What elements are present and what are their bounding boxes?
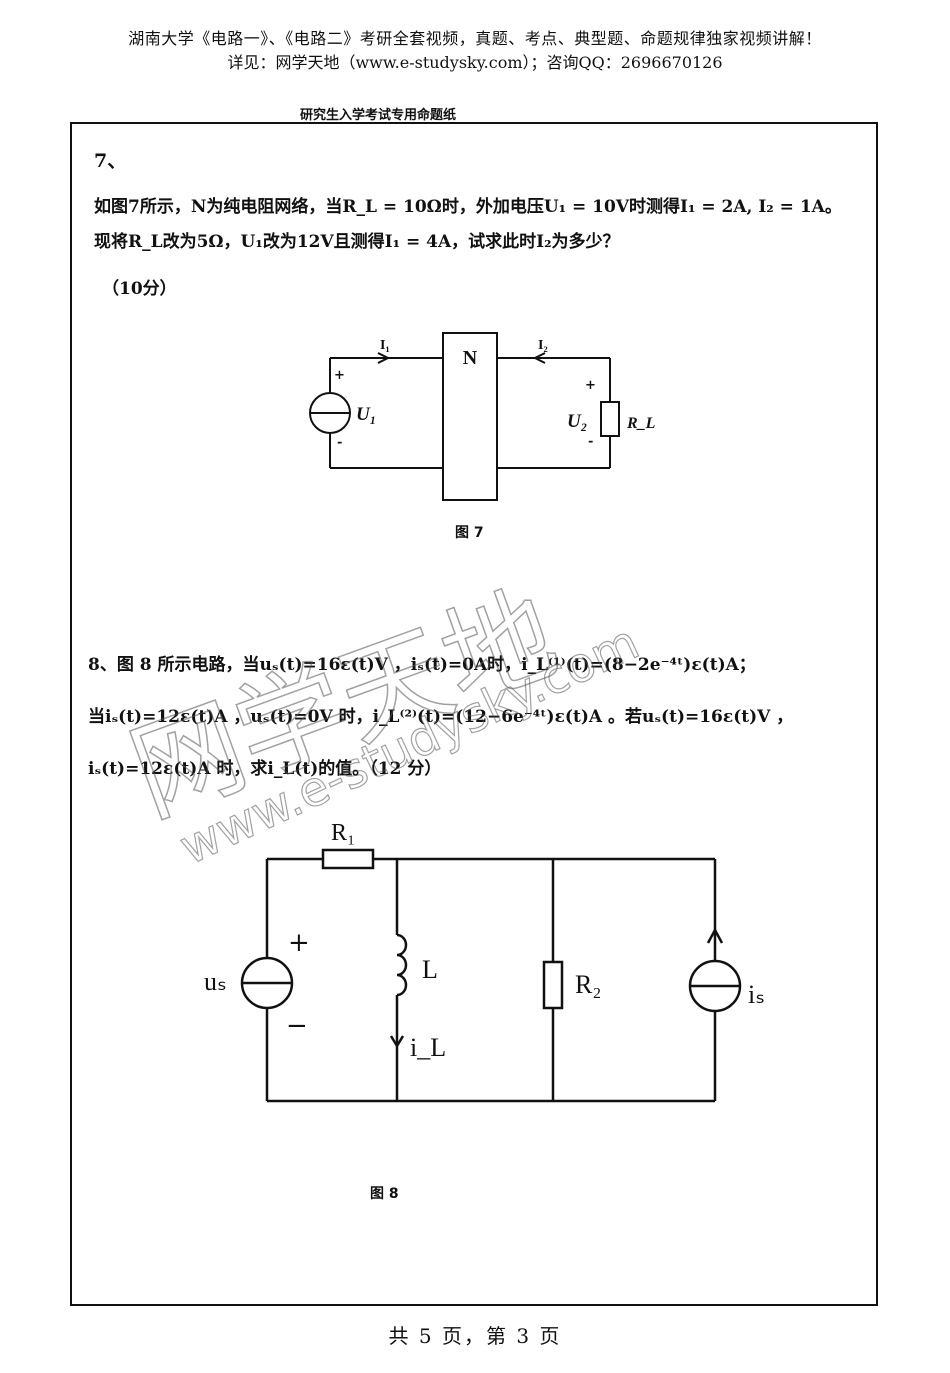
q8-text-line-2: 当iₛ(t)=12ε(t)A ，uₛ(t)=0V 时，i_L⁽²⁾(t)=(12…: [88, 707, 794, 727]
l-label: L: [422, 955, 438, 984]
r2-label: R₂: [575, 970, 601, 999]
q7-score: （10分）: [102, 279, 177, 299]
network-n-label: N: [463, 347, 478, 369]
u2-label: U₂: [567, 411, 587, 432]
rl-label: R_L: [626, 415, 656, 432]
paper-title: 研究生入学考试专用命题纸: [300, 108, 457, 123]
us-minus: −: [286, 1011, 308, 1041]
resistor-r2: [542, 960, 564, 1010]
q8-text-line-1: 8、图 8 所示电路，当uₛ(t)=16ε(t)V ，iₛ(t)=0A时，i_L…: [88, 655, 756, 675]
q7-text-line-2: 现将R_L改为5Ω，U₁改为12V且测得I₁ = 4A，试求此时I₂为多少？: [94, 232, 620, 252]
figure-7-caption: 图 7: [455, 525, 484, 541]
q8-text-line-3: iₛ(t)=12ε(t)A 时，求i_L(t)的值。（12 分）: [88, 759, 442, 779]
resistor-r1: [321, 848, 375, 870]
header-ad-line-2: 详见：网学天地（www.e-studysky.com）；咨询QQ：2696670…: [227, 53, 723, 72]
u2-minus: -: [588, 434, 593, 449]
u1-plus: +: [334, 368, 345, 383]
us-plus: +: [288, 928, 310, 958]
figure-8-circuit: [240, 848, 742, 1103]
il-label: i_L: [410, 1033, 446, 1062]
inductor-l: [396, 933, 408, 997]
i1-label: I₁: [380, 338, 390, 353]
q7-text-line-1: 如图7所示，N为纯电阻网络，当R_L = 10Ω时，外加电压U₁ = 10V时测…: [94, 197, 842, 217]
i2-label: I₂: [538, 338, 548, 353]
page-footer: 共 5 页，第 3 页: [388, 1324, 562, 1348]
exam-frame: [70, 122, 878, 1306]
q7-number: 7、: [94, 150, 127, 172]
u1-minus: -: [337, 435, 342, 450]
u2-plus: +: [585, 378, 596, 393]
r1-label: R₁: [331, 820, 355, 846]
network-n-box: [442, 332, 498, 501]
figure-8-caption: 图 8: [370, 1186, 399, 1202]
us-label: uₛ: [204, 967, 227, 996]
u1-label: U₁: [356, 404, 376, 425]
header-ad-line-1: 湖南大学《电路一》、《电路二》考研全套视频，真题、考点、典型题、命题规律独家视频…: [128, 29, 822, 48]
load-resistor-rl: [600, 401, 620, 437]
is-label: iₛ: [748, 980, 765, 1009]
